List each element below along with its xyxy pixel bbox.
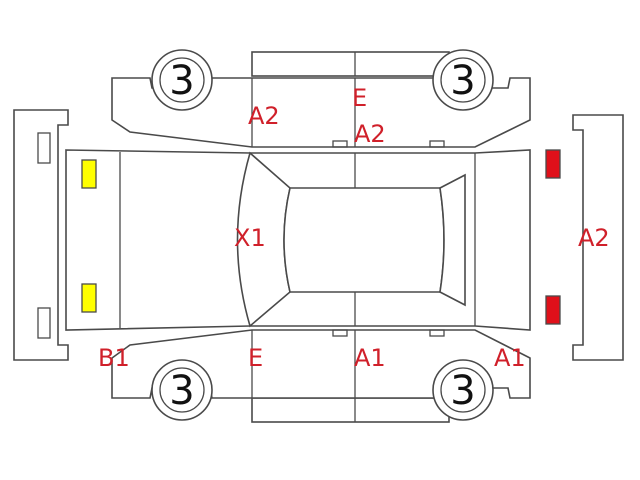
code-front-left-door: A2	[248, 102, 280, 130]
wheel-front-bottom: 3	[151, 359, 213, 421]
code-trunk: A2	[578, 224, 610, 252]
rear-lamp-bottom	[545, 295, 561, 325]
wheel-number: 3	[169, 58, 194, 104]
code-rear-right-quarter: A1	[494, 344, 526, 372]
front-lamp-top	[81, 159, 97, 189]
rear-bumper-panel	[572, 114, 624, 361]
wheel-front-top: 3	[151, 49, 213, 111]
code-roof: X1	[234, 224, 266, 252]
code-rear-left-door-lower: A2	[354, 120, 386, 148]
top-side-sill	[251, 51, 450, 77]
top-view-body	[65, 149, 531, 331]
wheel-rear-bottom: 3	[432, 359, 494, 421]
left-side-body	[111, 77, 531, 148]
code-front-bumper: B1	[98, 344, 130, 372]
front-bumper-panel	[13, 109, 69, 361]
wheel-rear-top: 3	[432, 49, 494, 111]
front-lamp-bottom	[81, 283, 97, 313]
wheel-number: 3	[450, 368, 475, 414]
bottom-side-sill	[251, 397, 450, 423]
code-rear-right-door: A1	[354, 344, 386, 372]
wheel-number: 3	[450, 58, 475, 104]
code-rear-left-door-upper: E	[352, 84, 367, 112]
rear-lamp-top	[545, 149, 561, 179]
code-front-right-door: E	[248, 344, 263, 372]
wheel-number: 3	[169, 368, 194, 414]
